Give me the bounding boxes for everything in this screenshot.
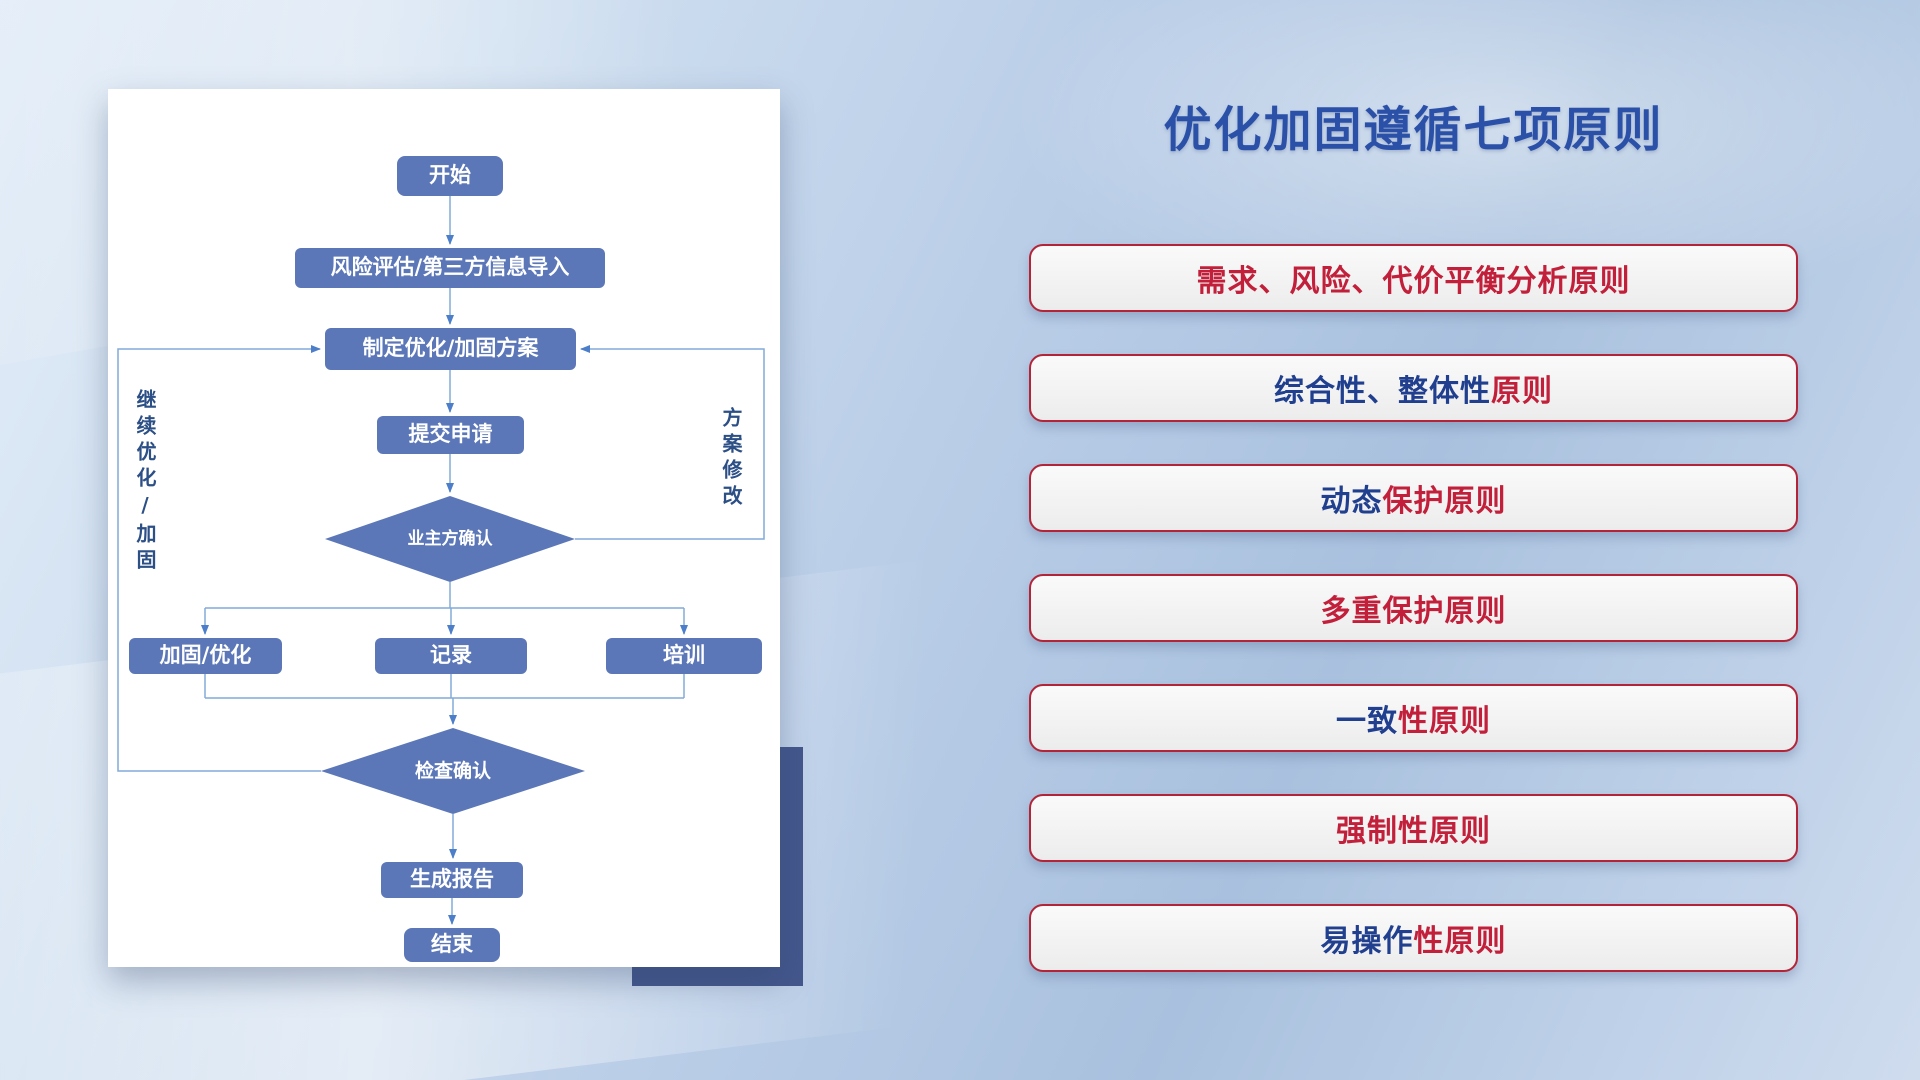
- principle-box: 需求、风险、代价平衡分析原则: [1029, 244, 1798, 312]
- flowchart-card: 开始 风险评估/第三方信息导入 制定优化/加固方案 提交申请 业主方确认 加固/…: [108, 89, 780, 967]
- left-loop-label: 继续优化/加固: [133, 389, 157, 575]
- principle-text-segment: 原则: [1491, 374, 1553, 409]
- principle-text-segment: 保护原则: [1382, 484, 1507, 519]
- principle-text-segment: 多重保护原则: [1320, 594, 1507, 629]
- principle-text-segment: 一致: [1336, 704, 1398, 739]
- flow-node-make-plan: 制定优化/加固方案: [325, 328, 576, 370]
- principle-box: 动态保护原则: [1029, 464, 1798, 532]
- principle-text-segment: 强制性原则: [1336, 814, 1491, 849]
- principle-box: 综合性、整体性原则: [1029, 354, 1798, 422]
- principle-box: 强制性原则: [1029, 794, 1798, 862]
- principle-text-segment: 性原则: [1398, 704, 1491, 739]
- principle-text-segment: 易操作: [1320, 924, 1414, 959]
- flow-node-end: 结束: [404, 928, 500, 962]
- flow-node-submit: 提交申请: [377, 416, 524, 454]
- principle-box: 多重保护原则: [1029, 574, 1798, 642]
- flow-node-record: 记录: [375, 638, 527, 674]
- flow-node-harden: 加固/优化: [129, 638, 282, 674]
- principle-text-segment: 综合性、整体性: [1274, 374, 1491, 409]
- principle-box: 易操作性原则: [1029, 904, 1798, 972]
- page-title: 优化加固遵循七项原则: [1163, 102, 1664, 158]
- flow-node-training: 培训: [606, 638, 762, 674]
- flow-node-report: 生成报告: [381, 862, 523, 898]
- principles-list: 需求、风险、代价平衡分析原则综合性、整体性原则动态保护原则多重保护原则一致性原则…: [1029, 244, 1798, 972]
- principle-text-segment: 性原则: [1413, 924, 1507, 959]
- principle-text-segment: 需求、风险、代价平衡分析原则: [1196, 264, 1631, 299]
- flow-node-risk-import: 风险评估/第三方信息导入: [295, 248, 605, 288]
- principle-text-segment: 动态: [1320, 484, 1383, 519]
- flow-node-start: 开始: [397, 156, 503, 196]
- right-loop-label: 方案修改: [719, 407, 743, 511]
- principle-box: 一致性原则: [1029, 684, 1798, 752]
